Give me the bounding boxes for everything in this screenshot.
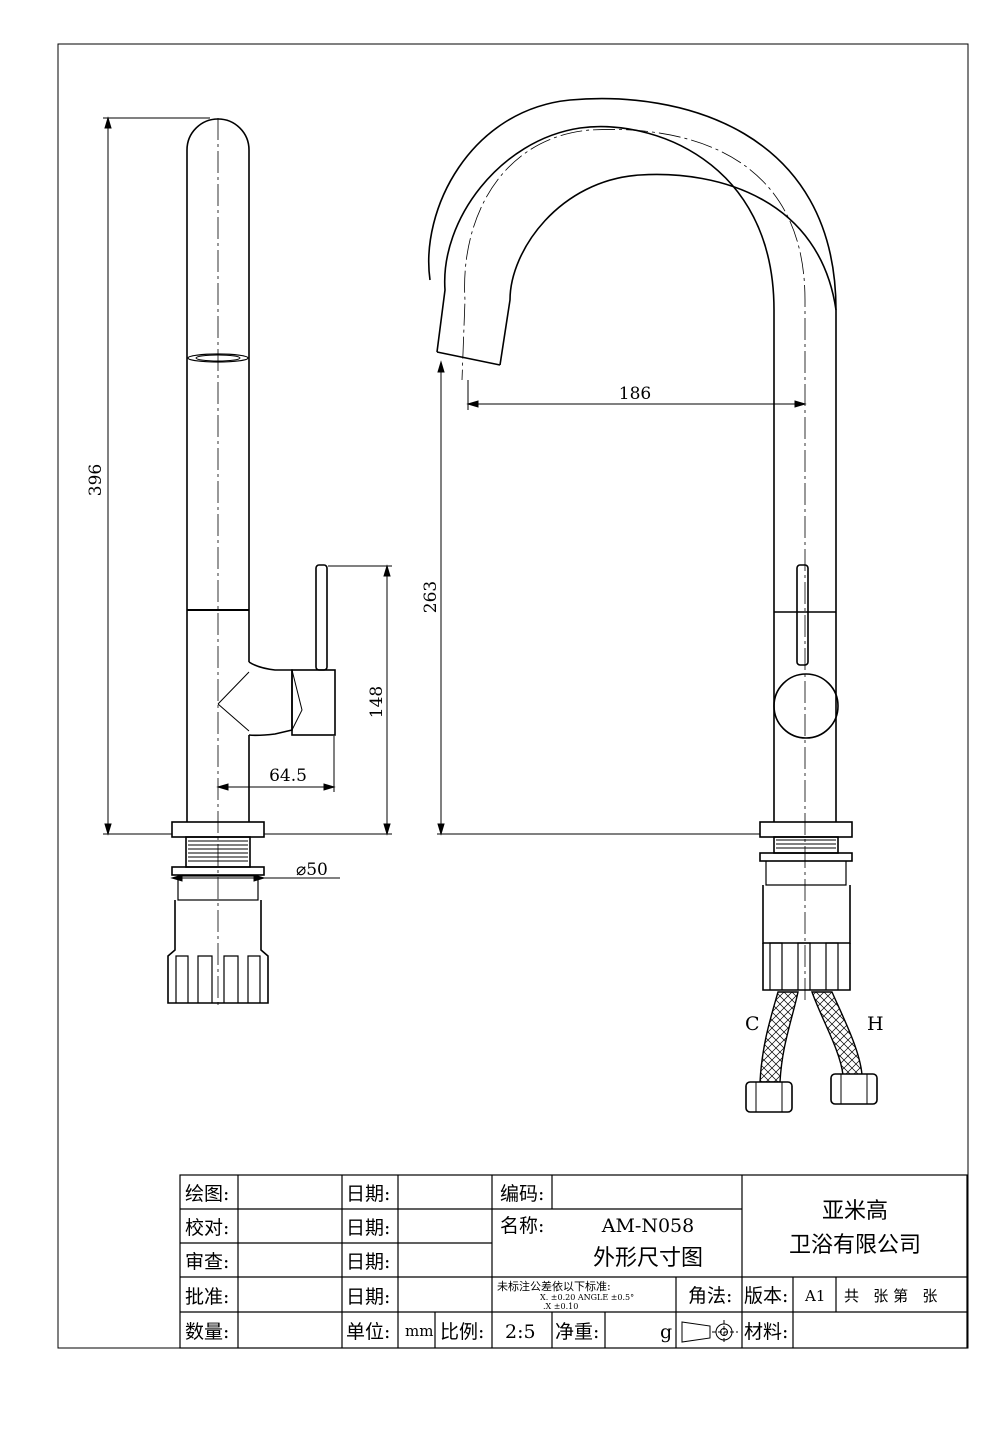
tolerance-title: 未标注公差依以下标准: <box>497 1279 611 1293</box>
dim-handle-offset: 64.5 <box>269 766 307 786</box>
cartridge-housing <box>248 661 293 737</box>
front-dimensions <box>437 360 807 836</box>
projection-symbol <box>681 1320 738 1344</box>
dim-base-diameter: ⌀50 <box>296 860 328 880</box>
approve-label: 批准: <box>185 1286 229 1308</box>
weight-unit: g <box>660 1321 672 1343</box>
dim-lever-height: 148 <box>367 686 387 718</box>
front-base-plate <box>759 821 853 838</box>
version-value: A1 <box>804 1287 825 1305</box>
company-line2: 卫浴有限公司 <box>789 1233 921 1258</box>
handle-knob <box>291 669 336 736</box>
front-handle-disc <box>773 673 839 739</box>
hot-nut <box>830 1073 878 1105</box>
dim-total-height: 396 <box>86 464 106 496</box>
hot-hose <box>811 991 863 1076</box>
drawing-title: 外形尺寸图 <box>593 1246 703 1271</box>
scale-value: 2:5 <box>505 1321 536 1343</box>
draw-label: 绘图: <box>185 1183 229 1205</box>
supply-hoses <box>745 991 878 1113</box>
scale-label: 比例: <box>440 1321 484 1343</box>
unit-value: mm <box>405 1322 433 1340</box>
tolerance-line2: .X ±0.10 <box>543 1302 578 1311</box>
cold-nut <box>745 1081 793 1113</box>
cold-hose <box>759 991 799 1083</box>
date-label-2: 日期: <box>346 1217 390 1239</box>
spout-inner <box>428 97 837 822</box>
sheets-text: 共 张 第 张 <box>844 1287 937 1305</box>
tolerance-line1: X. ±0.20 ANGLE ±0.5° <box>540 1293 634 1302</box>
unit-label: 单位: <box>346 1321 390 1343</box>
date-label-1: 日期: <box>346 1183 390 1205</box>
front-lever <box>796 564 809 666</box>
side-dimensions <box>103 116 392 882</box>
qty-label: 数量: <box>185 1321 229 1343</box>
date-label-4: 日期: <box>346 1286 390 1308</box>
cold-label: C <box>745 1013 760 1035</box>
weight-label: 净重: <box>555 1321 599 1343</box>
lever <box>315 564 328 671</box>
company-line1: 亚米高 <box>822 1199 888 1224</box>
spout-inner-curve <box>499 173 837 366</box>
drawing-frame <box>57 43 969 1349</box>
title-block <box>179 1174 968 1349</box>
dim-spout-reach: 186 <box>619 384 651 404</box>
hot-label: H <box>867 1013 884 1035</box>
code-label: 编码: <box>500 1183 544 1205</box>
version-label: 版本: <box>744 1285 788 1307</box>
material-label: 材料: <box>744 1321 788 1343</box>
name-label: 名称: <box>500 1215 544 1237</box>
projection-label: 角法: <box>688 1285 732 1307</box>
date-label-3: 日期: <box>346 1251 390 1273</box>
check-label: 校对: <box>185 1217 229 1239</box>
dim-spout-height: 263 <box>421 581 441 613</box>
front-centerline <box>461 129 806 1000</box>
spout-outer <box>436 125 775 822</box>
review-label: 审查: <box>185 1251 229 1273</box>
front-view <box>428 97 853 991</box>
model-number: AM-N058 <box>601 1215 695 1237</box>
front-thread-hatch <box>776 839 836 849</box>
